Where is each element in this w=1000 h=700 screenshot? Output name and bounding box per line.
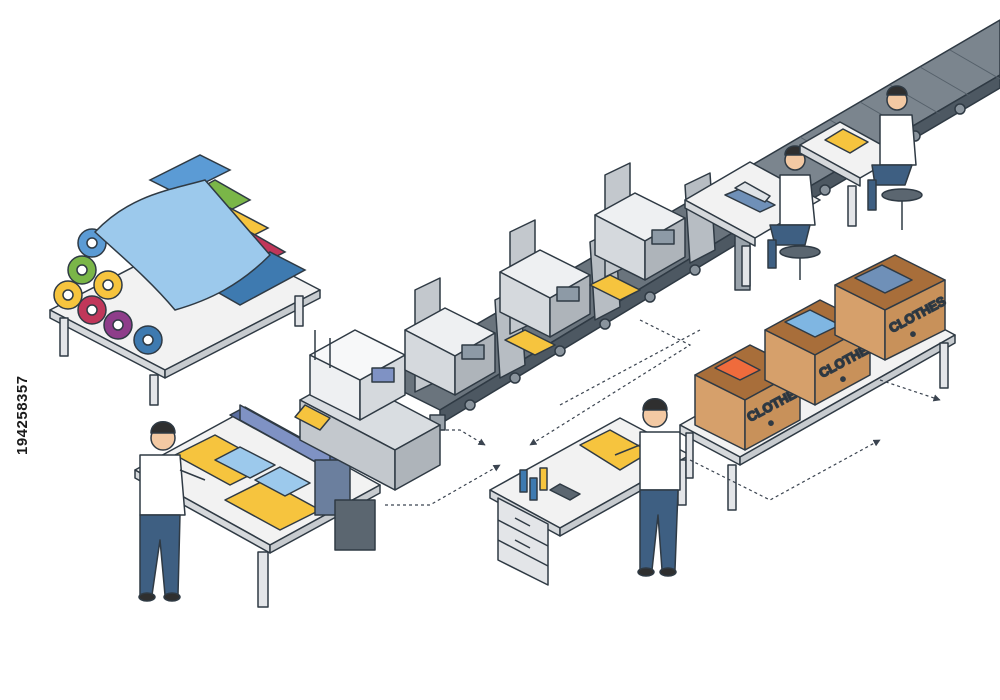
box-2-mark: ℗ (840, 375, 848, 384)
conveyor-rollers (464, 103, 966, 411)
serger-machine (294, 329, 441, 491)
worker-cutting (138, 421, 206, 602)
fabric-rolls (53, 154, 307, 355)
worker-inspecting (867, 85, 923, 230)
worker-folding (614, 398, 681, 577)
side-id-text: 194258357 (14, 375, 31, 455)
box-1-mark: ℗ (768, 419, 776, 428)
sewing-machine-2 (499, 219, 641, 338)
clothes-box-1: CLOTHES ℗ (694, 344, 807, 451)
box-3-mark: ℗ (910, 330, 918, 339)
clothes-box-3: CLOTHES ℗ (834, 254, 949, 361)
worker-ironing (767, 145, 821, 280)
flow-arrows (385, 319, 941, 506)
